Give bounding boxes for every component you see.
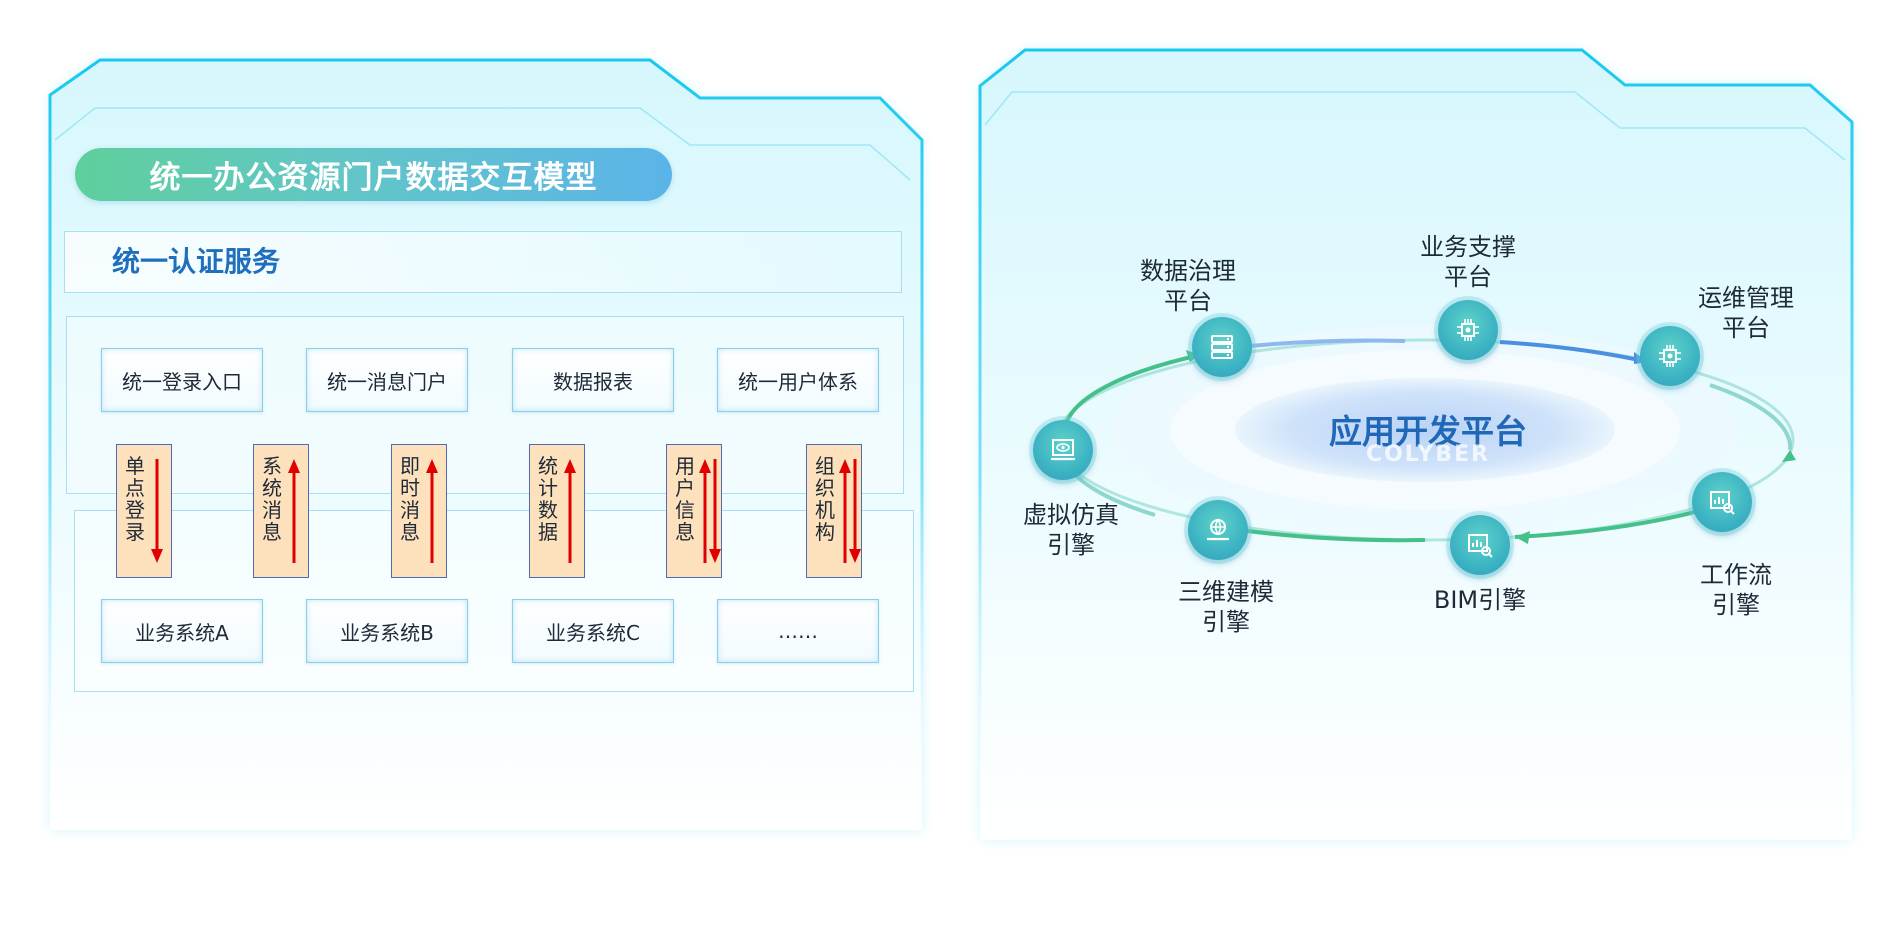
arrow-up-icon <box>699 459 711 563</box>
flow-system-message: 系统消息 <box>253 444 309 578</box>
flow-label: 系统消息 <box>262 454 282 544</box>
module-business-b: 业务系统B <box>306 599 468 663</box>
flow-instant-message: 即时消息 <box>391 444 447 578</box>
module-unified-user: 统一用户体系 <box>717 348 879 412</box>
chip-icon <box>1457 319 1479 341</box>
node-label-3d-modeling: 三维建模引擎 <box>1178 578 1274 636</box>
node-label-data-governance: 数据治理平台 <box>1140 257 1236 315</box>
arrow-down-icon <box>151 459 163 563</box>
arrow-up-icon <box>839 459 851 563</box>
chart-search-icon <box>1468 534 1493 558</box>
globe-laptop-icon <box>1207 519 1229 541</box>
chart-search-icon <box>1710 491 1735 515</box>
node-ops-management <box>1640 326 1700 386</box>
center-platform-title: 应用开发平台 <box>1329 412 1527 451</box>
arrow-down-icon <box>709 459 721 563</box>
arrow-up-icon <box>426 459 438 563</box>
node-label-virtual-sim: 虚拟仿真引擎 <box>1023 501 1119 559</box>
server-icon <box>1211 335 1233 359</box>
flow-user-info: 用户信息 <box>666 444 722 578</box>
flow-label: 用户信息 <box>675 454 695 544</box>
arrow-up-icon <box>564 459 576 563</box>
node-virtual-sim <box>1033 420 1093 480</box>
node-business-support <box>1438 300 1498 360</box>
node-bim-engine <box>1450 515 1510 575</box>
flow-label: 即时消息 <box>400 454 420 544</box>
module-more: …… <box>717 599 879 663</box>
flow-label: 统计数据 <box>538 454 558 544</box>
node-data-governance <box>1192 317 1252 377</box>
node-workflow-engine <box>1692 472 1752 532</box>
arrow-down-icon <box>849 459 861 563</box>
module-unified-login: 统一登录入口 <box>101 348 263 412</box>
flow-organization: 组织机构 <box>806 444 862 578</box>
node-label-ops-management: 运维管理平台 <box>1698 284 1794 342</box>
arrow-up-icon <box>288 459 300 563</box>
node-label-business-support: 业务支撑平台 <box>1420 233 1516 291</box>
module-business-a: 业务系统A <box>101 599 263 663</box>
node-label-bim-engine: BIM引擎 <box>1433 586 1527 614</box>
module-business-c: 业务系统C <box>512 599 674 663</box>
module-unified-message: 统一消息门户 <box>306 348 468 412</box>
flow-label: 单点登录 <box>125 454 145 544</box>
module-data-report: 数据报表 <box>512 348 674 412</box>
auth-service-label: 统一认证服务 <box>112 245 281 278</box>
chip-icon <box>1659 345 1681 367</box>
eye-monitor-icon <box>1051 439 1075 461</box>
flow-sso: 单点登录 <box>116 444 172 578</box>
node-label-workflow-engine: 工作流引擎 <box>1700 561 1772 619</box>
unified-auth-service: 统一认证服务 <box>64 231 902 293</box>
watermark: COLYBER <box>1365 442 1491 467</box>
diagram-title: 统一办公资源门户数据交互模型 <box>75 148 672 201</box>
node-3d-modeling <box>1188 500 1248 560</box>
flow-label: 组织机构 <box>815 454 835 544</box>
flow-statistics: 统计数据 <box>529 444 585 578</box>
